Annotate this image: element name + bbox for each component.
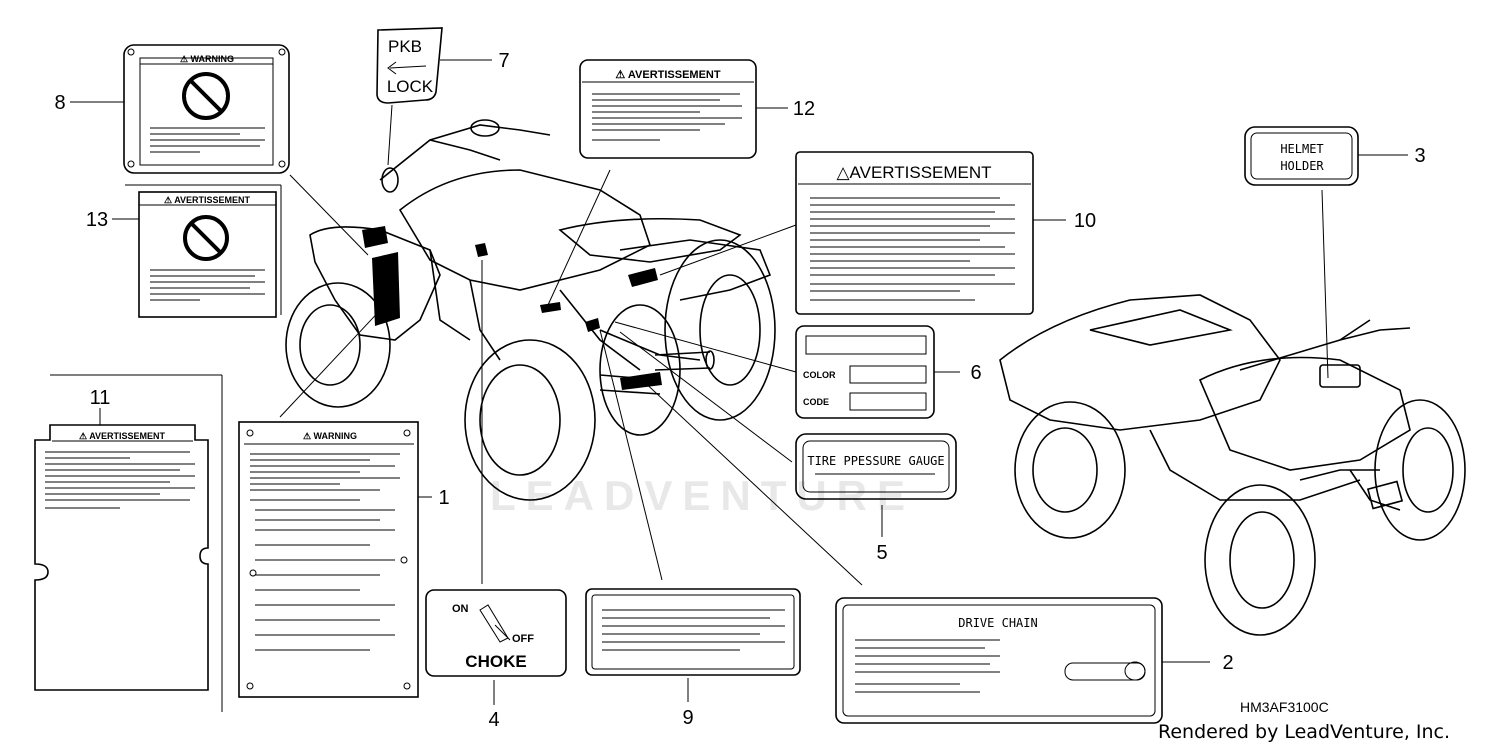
label-11-heading: ⚠ AVERTISSEMENT xyxy=(79,431,166,441)
callout-4: 4 xyxy=(488,709,499,731)
callout-9: 9 xyxy=(682,707,693,729)
label-8-warning: ⚠ WARNING xyxy=(123,44,290,174)
callout-2: 2 xyxy=(1222,652,1233,674)
prohibition-icon xyxy=(182,72,230,120)
label-11-avertissement: ⚠ AVERTISSEMENT xyxy=(34,424,209,691)
label-3-line2: HOLDER xyxy=(1280,159,1324,173)
choke-lever-icon xyxy=(479,604,511,643)
label-9-text xyxy=(585,588,801,676)
rendered-by: Rendered by LeadVenture, Inc. xyxy=(1158,721,1450,743)
label-3-helmet-holder: HELMET HOLDER xyxy=(1244,126,1359,186)
part-code: HM3AF3100C xyxy=(1240,699,1329,715)
label-6-code: CODE xyxy=(803,397,829,407)
label-10-heading: △AVERTISSEMENT xyxy=(836,163,991,182)
callout-13: 13 xyxy=(86,209,108,231)
label-13-avertissement: ⚠ AVERTISSEMENT xyxy=(138,191,277,318)
callout-12: 12 xyxy=(793,98,815,120)
label-4-off: OFF xyxy=(512,633,534,645)
atv-right-illustration xyxy=(999,294,1466,636)
label-2-drive-chain: DRIVE CHAIN xyxy=(835,597,1163,724)
label-3-line1: HELMET xyxy=(1280,142,1323,156)
label-12-heading: ⚠ AVERTISSEMENT xyxy=(615,69,720,81)
label-13-heading: ⚠ AVERTISSEMENT xyxy=(164,195,251,205)
label-7-bottom: LOCK xyxy=(387,77,434,96)
label-8-heading: ⚠ WARNING xyxy=(180,54,234,64)
label-4-on: ON xyxy=(452,603,469,615)
label-4-choke: ON OFF CHOKE xyxy=(425,589,567,677)
callout-6: 6 xyxy=(970,362,981,384)
callout-10: 10 xyxy=(1074,210,1096,232)
label-4-choke-text: CHOKE xyxy=(465,652,526,671)
prohibition-icon xyxy=(183,215,229,261)
label-10-avertissement: △AVERTISSEMENT xyxy=(795,151,1034,315)
label-2-heading: DRIVE CHAIN xyxy=(958,616,1037,630)
atv-left-illustration xyxy=(285,119,776,501)
arrow-left-icon xyxy=(387,61,427,75)
label-7-pkb-lock: PKB LOCK xyxy=(376,27,443,104)
watermark: LEADVENTURE xyxy=(490,472,915,519)
label-7-top: PKB xyxy=(388,37,422,56)
label-5-text: TIRE PPESSURE GAUGE xyxy=(807,454,944,468)
callout-7: 7 xyxy=(498,50,509,72)
atv-left-decals xyxy=(362,226,662,390)
label-5-tire-pressure: TIRE PPESSURE GAUGE xyxy=(795,433,957,500)
callout-5: 5 xyxy=(876,542,887,564)
callout-3: 3 xyxy=(1414,145,1425,167)
label-12-avertissement: ⚠ AVERTISSEMENT xyxy=(579,59,757,159)
label-6-color-code: COLOR CODE xyxy=(795,325,935,419)
label-6-color: COLOR xyxy=(803,370,836,380)
callout-1: 1 xyxy=(438,487,449,509)
label-1-warning: ⚠ WARNING xyxy=(238,421,419,698)
callout-8: 8 xyxy=(54,92,65,114)
label-1-heading: ⚠ WARNING xyxy=(303,431,357,441)
chain-adjuster-icon xyxy=(1064,661,1146,681)
callout-11: 11 xyxy=(90,387,111,409)
